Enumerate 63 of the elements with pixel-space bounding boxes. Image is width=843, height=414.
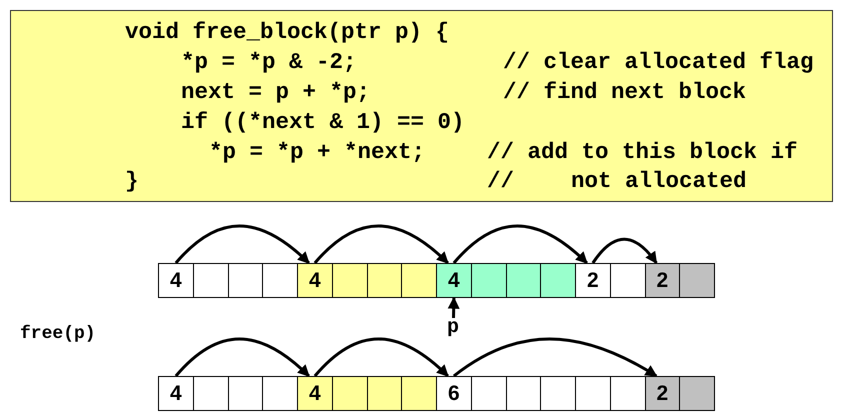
pointer-label: p	[447, 318, 460, 338]
memory-cell	[366, 376, 402, 411]
arrow	[453, 338, 658, 378]
memory-cell	[575, 376, 611, 411]
cell-value: 2	[656, 268, 668, 292]
arrow	[592, 238, 658, 264]
memory-cell	[470, 263, 507, 298]
code-comment: // clear allocated flag	[503, 49, 814, 75]
cell-value: 2	[587, 268, 599, 292]
memory-cell	[575, 263, 611, 298]
cell-value: 4	[170, 268, 182, 292]
memory-cell	[679, 263, 716, 298]
memory-cell	[540, 376, 576, 411]
memory-cell	[332, 376, 368, 411]
cell-value: 4	[170, 382, 182, 406]
code-comment: // add to this block if	[487, 139, 798, 165]
memory-cell	[540, 263, 576, 298]
cell-value: 4	[309, 268, 321, 292]
code-line: *p = *p & -2;	[181, 49, 357, 75]
cell-value: 4	[309, 382, 321, 406]
cell-value: 4	[448, 268, 460, 292]
code-line: }	[125, 168, 139, 194]
memory-cell	[644, 376, 680, 411]
memory-cell	[297, 263, 333, 298]
memory-cell	[262, 376, 298, 411]
memory-cell	[401, 263, 438, 298]
arrow	[314, 224, 449, 264]
memory-cell	[158, 376, 194, 411]
memory-cell	[506, 263, 542, 298]
memory-cell	[401, 376, 438, 411]
memory-cell	[228, 263, 264, 298]
memory-cell	[470, 376, 507, 411]
call-label: free(p)	[20, 324, 96, 344]
code-line: next = p + *p;	[181, 79, 370, 105]
code-line: not allocated	[571, 168, 747, 194]
arrow	[174, 224, 310, 264]
memory-cell	[679, 376, 716, 411]
memory-cell	[644, 263, 680, 298]
memory-cell	[506, 376, 542, 411]
memory-cell	[366, 263, 402, 298]
memory-cell	[262, 263, 298, 298]
arrow	[314, 337, 449, 378]
arrow	[452, 224, 588, 264]
memory-cell	[192, 376, 229, 411]
memory-cell	[436, 263, 472, 298]
memory-cell	[158, 263, 194, 298]
cell-value: 6	[448, 382, 460, 406]
code-comment: //	[487, 168, 514, 194]
cell-value: 2	[656, 382, 668, 406]
arrow	[448, 296, 460, 318]
memory-cell	[297, 376, 333, 411]
memory-cell	[610, 376, 646, 411]
memory-cell	[332, 263, 368, 298]
memory-cell	[436, 376, 472, 411]
memory-cell	[192, 263, 229, 298]
code-line: void free_block(ptr p) {	[125, 19, 450, 45]
memory-cell	[228, 376, 264, 411]
arrow	[174, 337, 310, 378]
memory-cell	[610, 263, 646, 298]
code-line: *p = *p + *next;	[209, 139, 426, 165]
code-panel	[10, 10, 833, 202]
code-line: if ((*next & 1) == 0)	[181, 109, 465, 135]
code-comment: // find next block	[503, 79, 746, 105]
